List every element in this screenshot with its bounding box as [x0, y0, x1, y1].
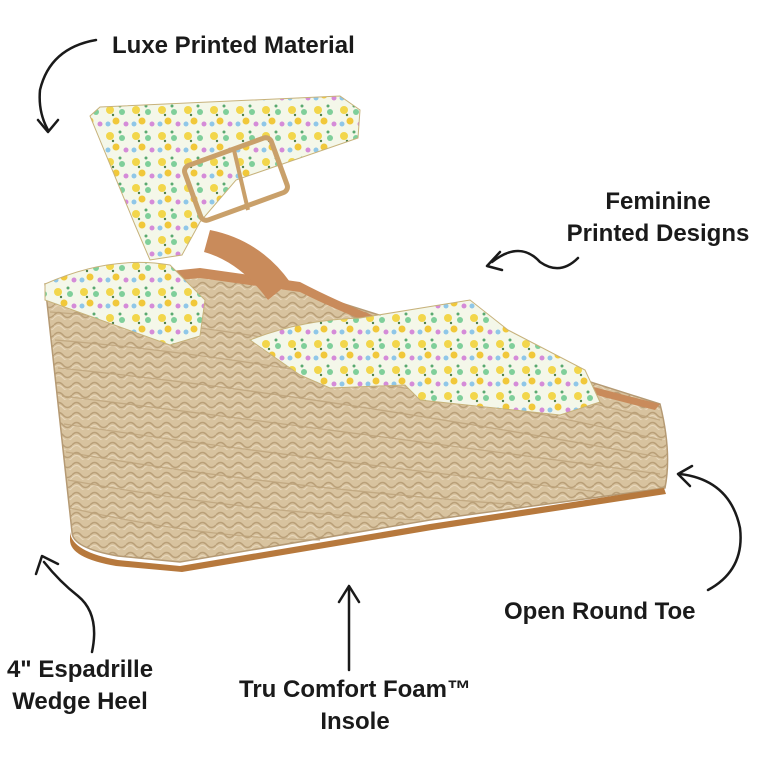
arrow-head [34, 554, 60, 576]
feature-material: Luxe Printed Material [112, 32, 355, 59]
feature-insole-line-1: Tru Comfort Foam™ [239, 676, 471, 703]
arrow-head [676, 464, 694, 488]
ankle-strap [89, 95, 361, 261]
curved-arrow-icon [42, 560, 96, 654]
inner-strap [204, 230, 290, 300]
feature-heel: 4" Espadrille Wedge Heel [0, 654, 180, 718]
feature-designs-line-1: Feminine [605, 188, 711, 215]
feature-designs: Feminine Printed Designs [548, 186, 768, 250]
espadrille-wedge [44, 274, 669, 563]
curved-arrow-icon [490, 249, 580, 270]
curved-arrow-icon [678, 472, 742, 592]
arrow-head [485, 250, 504, 272]
feature-insole: Tru Comfort Foam™ Insole [210, 674, 500, 738]
feature-designs-line-2: Printed Designs [566, 220, 750, 247]
feature-heel-line-1: 4" Espadrille [6, 656, 154, 683]
outsole [70, 488, 666, 572]
arrow-head [36, 118, 60, 134]
curved-arrow-icon [38, 38, 98, 132]
buckle-icon [182, 135, 290, 223]
toe-strap [248, 299, 601, 416]
feature-insole-line-2: Insole [320, 708, 390, 735]
arrow-head [337, 584, 361, 604]
feature-toe: Open Round Toe [504, 598, 696, 625]
feature-heel-line-2: Wedge Heel [12, 688, 148, 715]
heel-counter [44, 261, 206, 346]
